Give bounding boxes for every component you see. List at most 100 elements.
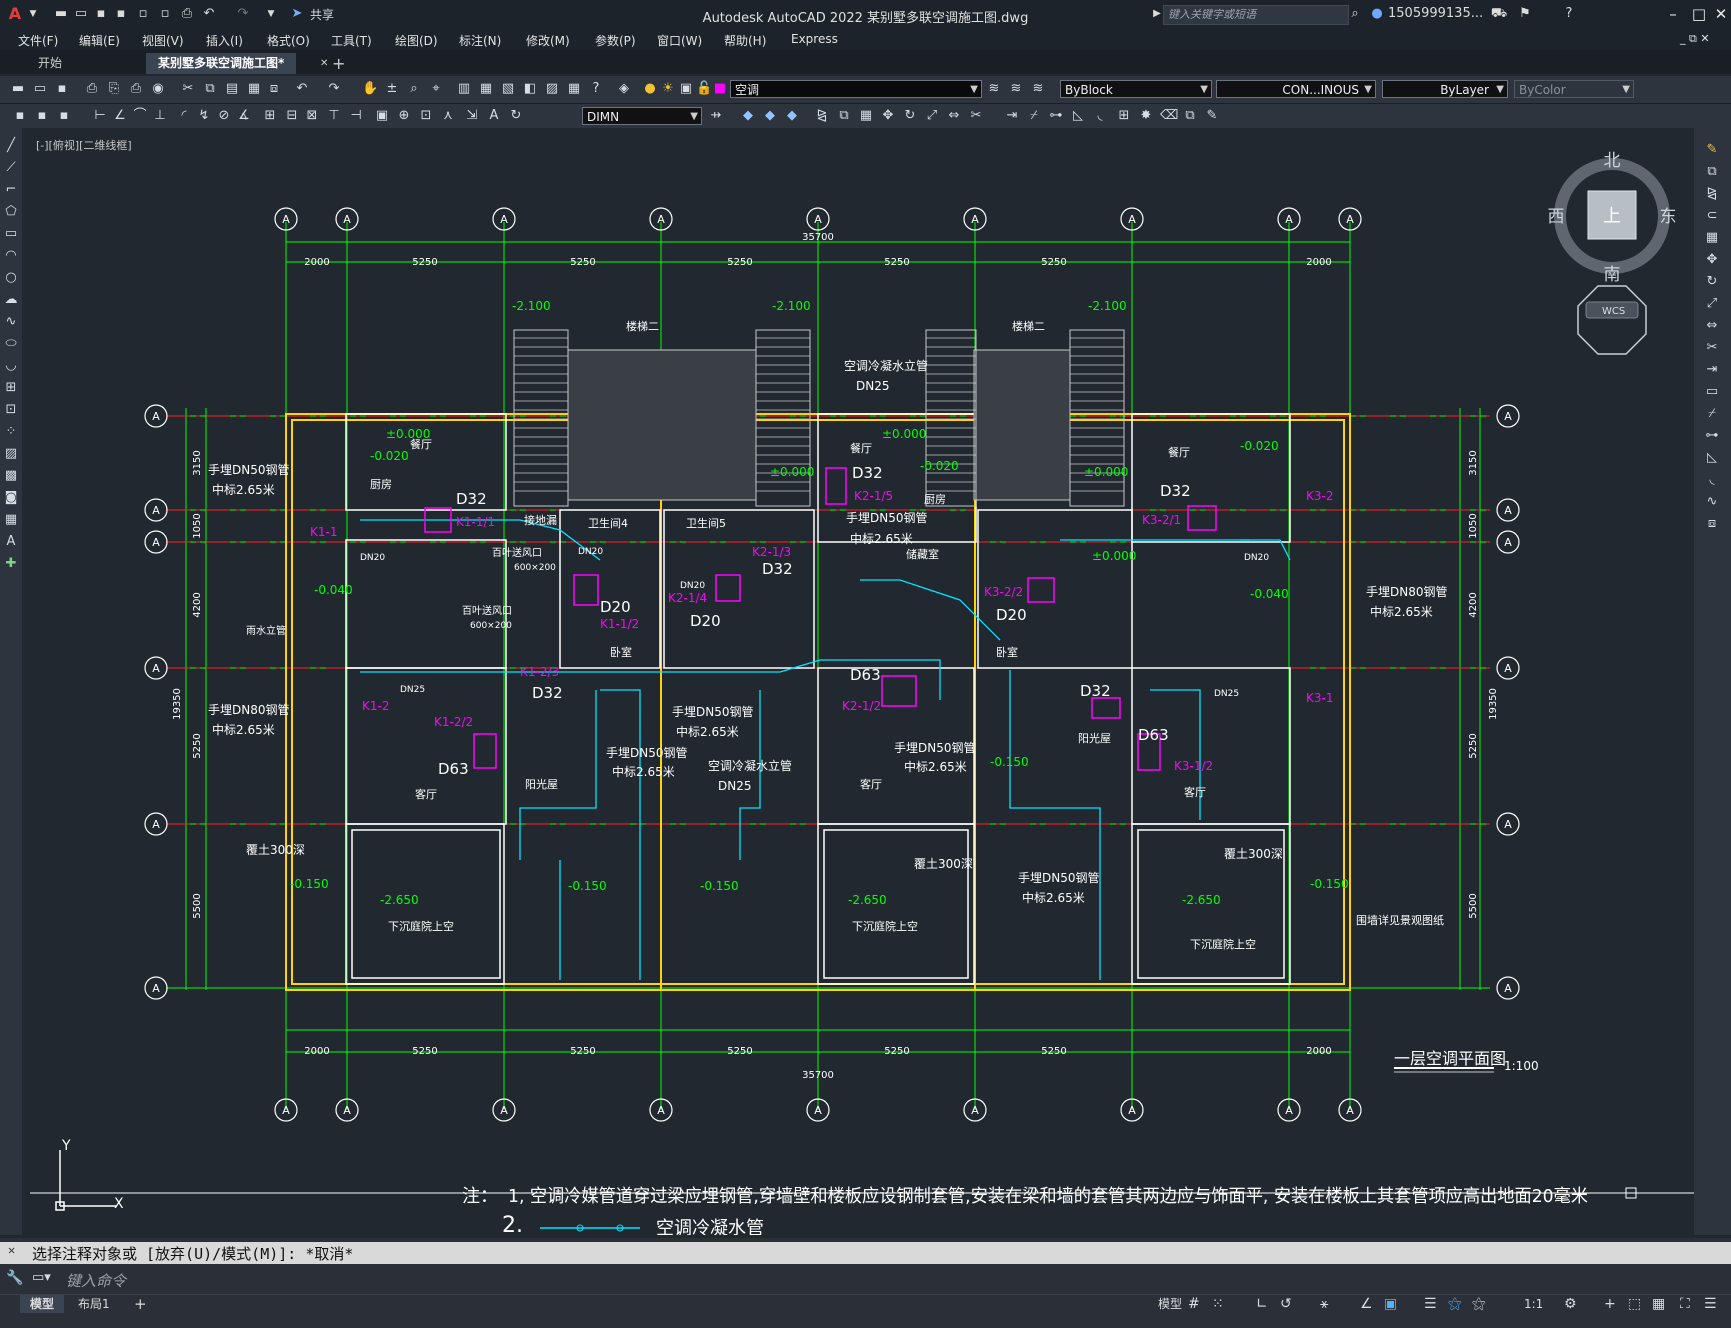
open-web-icon[interactable]: ▫ xyxy=(138,6,148,21)
minimize-icon[interactable]: – xyxy=(1669,5,1677,23)
make-block-icon[interactable]: ⊡ xyxy=(5,402,17,417)
baseline-icon[interactable]: ⊟ xyxy=(286,108,298,123)
menu-insert[interactable]: 插入(I) xyxy=(206,34,243,48)
fillet-icon[interactable]: ◟ xyxy=(1097,108,1103,123)
dim-style-icon[interactable]: ⇸ xyxy=(710,108,722,123)
save-as-icon[interactable]: ▪ xyxy=(116,6,126,21)
scale-icon[interactable]: ⤢ xyxy=(926,108,938,123)
center-mark-icon[interactable]: ⊕ xyxy=(398,108,410,123)
layer-properties-icon[interactable]: ◈ xyxy=(619,81,629,96)
modify-icon[interactable]: ◆ xyxy=(743,108,753,123)
dim-edit-icon[interactable]: ⇲ xyxy=(466,108,478,123)
tolerance-icon[interactable]: ▣ xyxy=(375,108,389,123)
polyline-icon[interactable]: ⌐ xyxy=(5,182,17,197)
polygon-icon[interactable]: ⬠ xyxy=(5,204,17,219)
tab-start[interactable]: 开始 xyxy=(38,56,63,70)
clean-screen-icon[interactable]: ⛶ xyxy=(1680,1296,1690,1312)
point-icon[interactable]: ⁘ xyxy=(5,424,17,439)
tool-icon[interactable]: ▪ xyxy=(59,108,69,123)
save-web-icon[interactable]: ▫ xyxy=(160,6,170,21)
layer-previous-icon[interactable]: ≋ xyxy=(1010,81,1022,96)
lineweight-icon[interactable]: ☰ xyxy=(1424,1296,1437,1312)
help-icon[interactable]: ? xyxy=(592,81,600,96)
redo-icon[interactable]: ↷ xyxy=(237,6,249,21)
polar-icon[interactable]: ↺ xyxy=(1280,1296,1292,1312)
layer-on-icon[interactable]: ● xyxy=(644,81,656,96)
open-file-icon[interactable]: ▭ xyxy=(74,6,88,21)
arc-length-icon[interactable]: ⌒ xyxy=(133,108,147,123)
menu-file[interactable]: 文件(F) xyxy=(18,34,59,48)
zoom-previous-icon[interactable]: ⌖ xyxy=(432,81,440,96)
fillet-icon[interactable]: ◟ xyxy=(1709,472,1715,487)
rotate-icon[interactable]: ↻ xyxy=(904,108,916,123)
mtext-icon[interactable]: A xyxy=(6,534,16,549)
annotation-scale[interactable]: 1:1 xyxy=(1524,1297,1544,1311)
break-icon[interactable]: ⊣ xyxy=(350,108,362,123)
viewcube-north[interactable]: 北 xyxy=(1604,151,1621,171)
viewport-controls[interactable]: [-][俯视][二维线框] xyxy=(36,139,132,152)
layer-dropdown[interactable]: 空调▼ xyxy=(730,80,982,98)
inspect-icon[interactable]: ⊡ xyxy=(420,108,432,123)
tool-icon[interactable]: ▪ xyxy=(37,108,47,123)
erase-icon[interactable]: ⌫ xyxy=(1160,108,1179,123)
ordinate-icon[interactable]: ⊥ xyxy=(154,108,166,123)
quick-dim-icon[interactable]: ⊞ xyxy=(264,108,276,123)
mirror-icon[interactable]: ⧎ xyxy=(1706,186,1718,201)
lineweight-dropdown[interactable]: ByLayer▼ xyxy=(1382,80,1508,98)
pan-icon[interactable]: ✋ xyxy=(362,81,379,96)
osnap-icon[interactable]: ▣ xyxy=(1384,1296,1398,1312)
explode-icon[interactable]: ⧈ xyxy=(1707,516,1717,531)
menu-express[interactable]: Express xyxy=(791,32,838,46)
ortho-icon[interactable]: ∟ xyxy=(1256,1296,1268,1312)
region-icon[interactable]: ◙ xyxy=(4,490,18,505)
plot-icon[interactable]: ⎙ xyxy=(86,81,98,96)
redo-icon[interactable]: ↷ xyxy=(328,81,340,96)
erase-icon[interactable]: ✎ xyxy=(1706,142,1718,157)
add-selected-icon[interactable]: ✚ xyxy=(5,556,17,571)
customization-icon[interactable]: ☰ xyxy=(1704,1296,1717,1312)
connect-icon[interactable]: ⚑ xyxy=(1519,6,1531,21)
menu-parametric[interactable]: 参数(P) xyxy=(595,34,636,48)
jogged-icon[interactable]: ↯ xyxy=(198,108,210,123)
offset-icon[interactable]: ⧉ xyxy=(839,108,849,123)
modify-icon[interactable]: ◆ xyxy=(787,108,797,123)
block-editor-icon[interactable]: ⧈ xyxy=(269,81,279,96)
ellipse-icon[interactable]: ⬭ xyxy=(5,336,17,351)
model-space-button[interactable]: 模型 xyxy=(1158,1297,1183,1311)
copy-obj-icon[interactable]: ⧉ xyxy=(1185,108,1195,123)
color-dropdown[interactable]: ByBlock▼ xyxy=(1060,80,1212,98)
search-expand-icon[interactable]: ▶ xyxy=(1153,8,1161,19)
isodraft-icon[interactable]: ⚹ xyxy=(1320,1296,1329,1312)
open-icon[interactable]: ▭ xyxy=(33,81,47,96)
publish-icon[interactable]: ⎙ xyxy=(130,81,142,96)
calculator-icon[interactable]: ▦ xyxy=(567,81,581,96)
share-button[interactable]: 共享 xyxy=(310,8,335,22)
menu-format[interactable]: 格式(O) xyxy=(267,34,310,48)
menu-tools[interactable]: 工具(T) xyxy=(331,34,372,48)
plotstyle-dropdown[interactable]: ByColor▼ xyxy=(1514,80,1634,98)
extend-icon[interactable]: ⇥ xyxy=(1006,108,1018,123)
auto-scale-icon[interactable]: ⚝ xyxy=(1472,1296,1486,1312)
layer-viewport-icon[interactable]: ▣ xyxy=(679,81,693,96)
3d-print-icon[interactable]: ◉ xyxy=(152,81,164,96)
array-icon[interactable]: ▦ xyxy=(859,108,873,123)
dim-update-icon[interactable]: ↻ xyxy=(510,108,522,123)
match-prop-icon[interactable]: ▦ xyxy=(247,81,261,96)
close-icon[interactable]: ✕ xyxy=(8,1243,16,1257)
join-icon[interactable]: ⊶ xyxy=(1705,428,1719,443)
add-icon[interactable]: + xyxy=(1604,1296,1616,1312)
offset-icon[interactable]: ⊂ xyxy=(1706,208,1718,223)
diameter-icon[interactable]: ⊘ xyxy=(218,108,230,123)
properties-icon[interactable]: ▥ xyxy=(457,81,471,96)
menu-edit[interactable]: 编辑(E) xyxy=(79,34,120,48)
insert-block-icon[interactable]: ⊞ xyxy=(5,380,17,395)
stretch-icon[interactable]: ⇔ xyxy=(948,108,960,123)
plot-icon[interactable]: ⎙ xyxy=(181,6,193,21)
revcloud-icon[interactable]: ☁ xyxy=(4,292,18,307)
app-menu-chevron-icon[interactable]: ▼ xyxy=(29,9,37,19)
viewcube-west[interactable]: 西 xyxy=(1548,207,1565,227)
annotation-visibility-icon[interactable]: ⚝ xyxy=(1448,1296,1462,1312)
break-icon[interactable]: ⌿ xyxy=(1030,108,1038,123)
cart-icon[interactable]: ⛟ xyxy=(1490,6,1508,21)
aligned-dim-icon[interactable]: ∠ xyxy=(114,108,126,123)
